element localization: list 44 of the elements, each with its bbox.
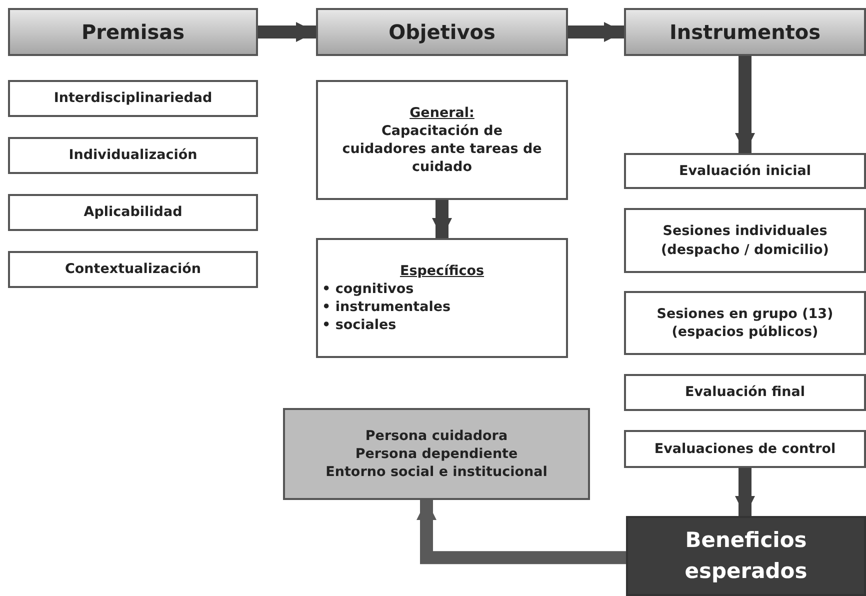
arrow bbox=[416, 500, 626, 564]
instrument-box bbox=[624, 374, 866, 411]
label-text: Beneficios esperados bbox=[684, 526, 808, 585]
premise-box bbox=[8, 194, 258, 231]
instrument-box bbox=[624, 430, 866, 468]
label-text: Capacitación de cuidadores ante tareas de cuidado bbox=[341, 122, 543, 176]
label-text: Objetivos bbox=[388, 18, 496, 46]
heading-text: Específicos bbox=[398, 262, 486, 280]
label-text: Individualización bbox=[68, 146, 198, 165]
label-text: Interdisciplinariedad bbox=[54, 89, 212, 108]
label-text: Sesiones individuales (despacho / domicilio) bbox=[660, 222, 830, 259]
heading-text: General: bbox=[410, 104, 474, 122]
arrow bbox=[258, 22, 316, 42]
arrow bbox=[735, 468, 755, 516]
target-box bbox=[283, 408, 590, 500]
header-box bbox=[316, 8, 568, 56]
label-text: Evaluación inicial bbox=[679, 162, 811, 180]
label-text: • instrumentales bbox=[321, 298, 452, 316]
label-text: Instrumentos bbox=[669, 18, 821, 46]
result-box bbox=[626, 516, 866, 596]
instrument-box bbox=[624, 291, 866, 355]
label-text: • cognitivos bbox=[321, 280, 415, 298]
label-text: Evaluaciones de control bbox=[654, 440, 836, 458]
label-text: Aplicabilidad bbox=[84, 203, 182, 222]
label-text: Contextualización bbox=[64, 260, 202, 279]
label-text: • sociales bbox=[321, 316, 398, 334]
label-text: Premisas bbox=[81, 18, 185, 46]
label-text: Evaluación final bbox=[684, 383, 806, 402]
label-text: Entorno social e institucional bbox=[326, 463, 548, 482]
instrument-box bbox=[624, 208, 866, 273]
premise-box bbox=[8, 251, 258, 288]
arrow bbox=[432, 200, 452, 238]
premise-box bbox=[8, 137, 258, 174]
label-text: Persona dependiente bbox=[355, 444, 518, 464]
header-box bbox=[8, 8, 258, 56]
header-box bbox=[624, 8, 866, 56]
label-text: Sesiones en grupo (13) (espacios públicos) bbox=[656, 304, 834, 342]
instrument-box bbox=[624, 153, 866, 189]
premise-box bbox=[8, 80, 258, 117]
objective-box bbox=[316, 80, 568, 200]
arrow bbox=[568, 22, 624, 42]
objective-box bbox=[316, 238, 568, 358]
arrow bbox=[735, 56, 755, 153]
label-text: Persona cuidadora bbox=[365, 426, 508, 445]
